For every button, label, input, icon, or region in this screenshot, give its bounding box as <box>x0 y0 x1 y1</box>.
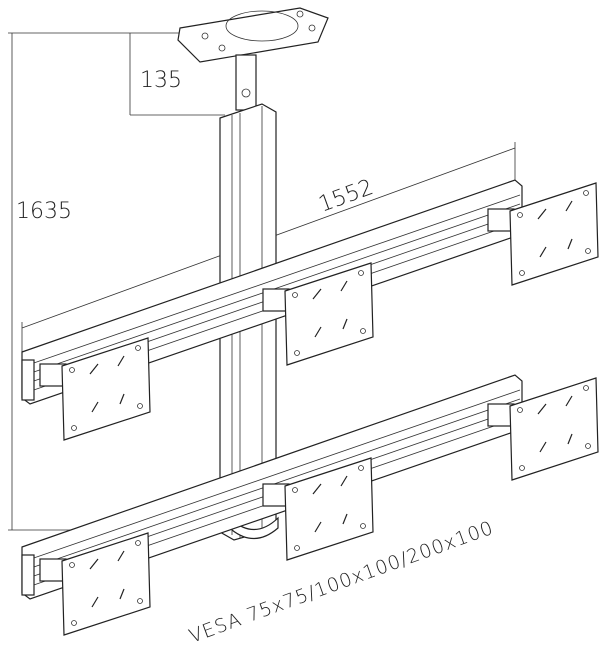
vesa-plate <box>262 262 374 366</box>
vesa-plate <box>262 457 374 561</box>
crossbar-rail <box>21 374 599 636</box>
vesa-plate <box>487 377 599 481</box>
vesa-plate <box>39 337 151 441</box>
dimension-overall-height: 1635 <box>8 32 235 531</box>
crossbar-rail <box>21 179 599 441</box>
vesa-plate <box>39 532 151 636</box>
ceiling-plate <box>177 7 329 111</box>
dimension-1635-label: 1635 <box>16 199 72 224</box>
dimension-1552-label: 1552 <box>316 175 377 218</box>
dimension-top-offset: 135 <box>129 33 225 116</box>
vesa-plate <box>487 182 599 286</box>
dimension-135-label: 135 <box>140 68 182 93</box>
